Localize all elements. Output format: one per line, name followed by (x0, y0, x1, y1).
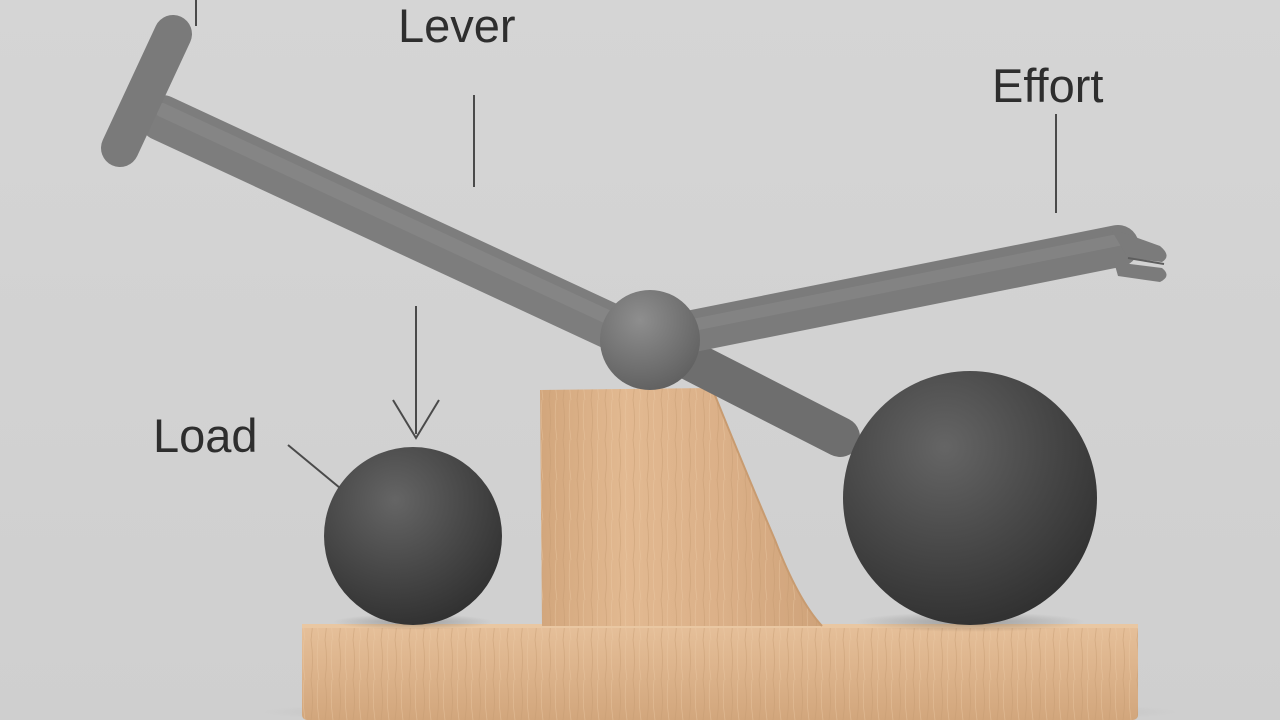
fulcrum-block (540, 387, 823, 627)
down-arrow-icon (392, 306, 440, 440)
load-sphere (324, 447, 502, 630)
pivot-joint (600, 290, 700, 390)
wooden-base (260, 624, 1180, 720)
lever-label: Lever (398, 0, 516, 52)
load-label: Load (153, 409, 258, 462)
lever (101, 15, 1167, 457)
load-leader-line (287, 444, 341, 489)
large-sphere (843, 371, 1097, 632)
effort-label: Effort (992, 59, 1104, 112)
